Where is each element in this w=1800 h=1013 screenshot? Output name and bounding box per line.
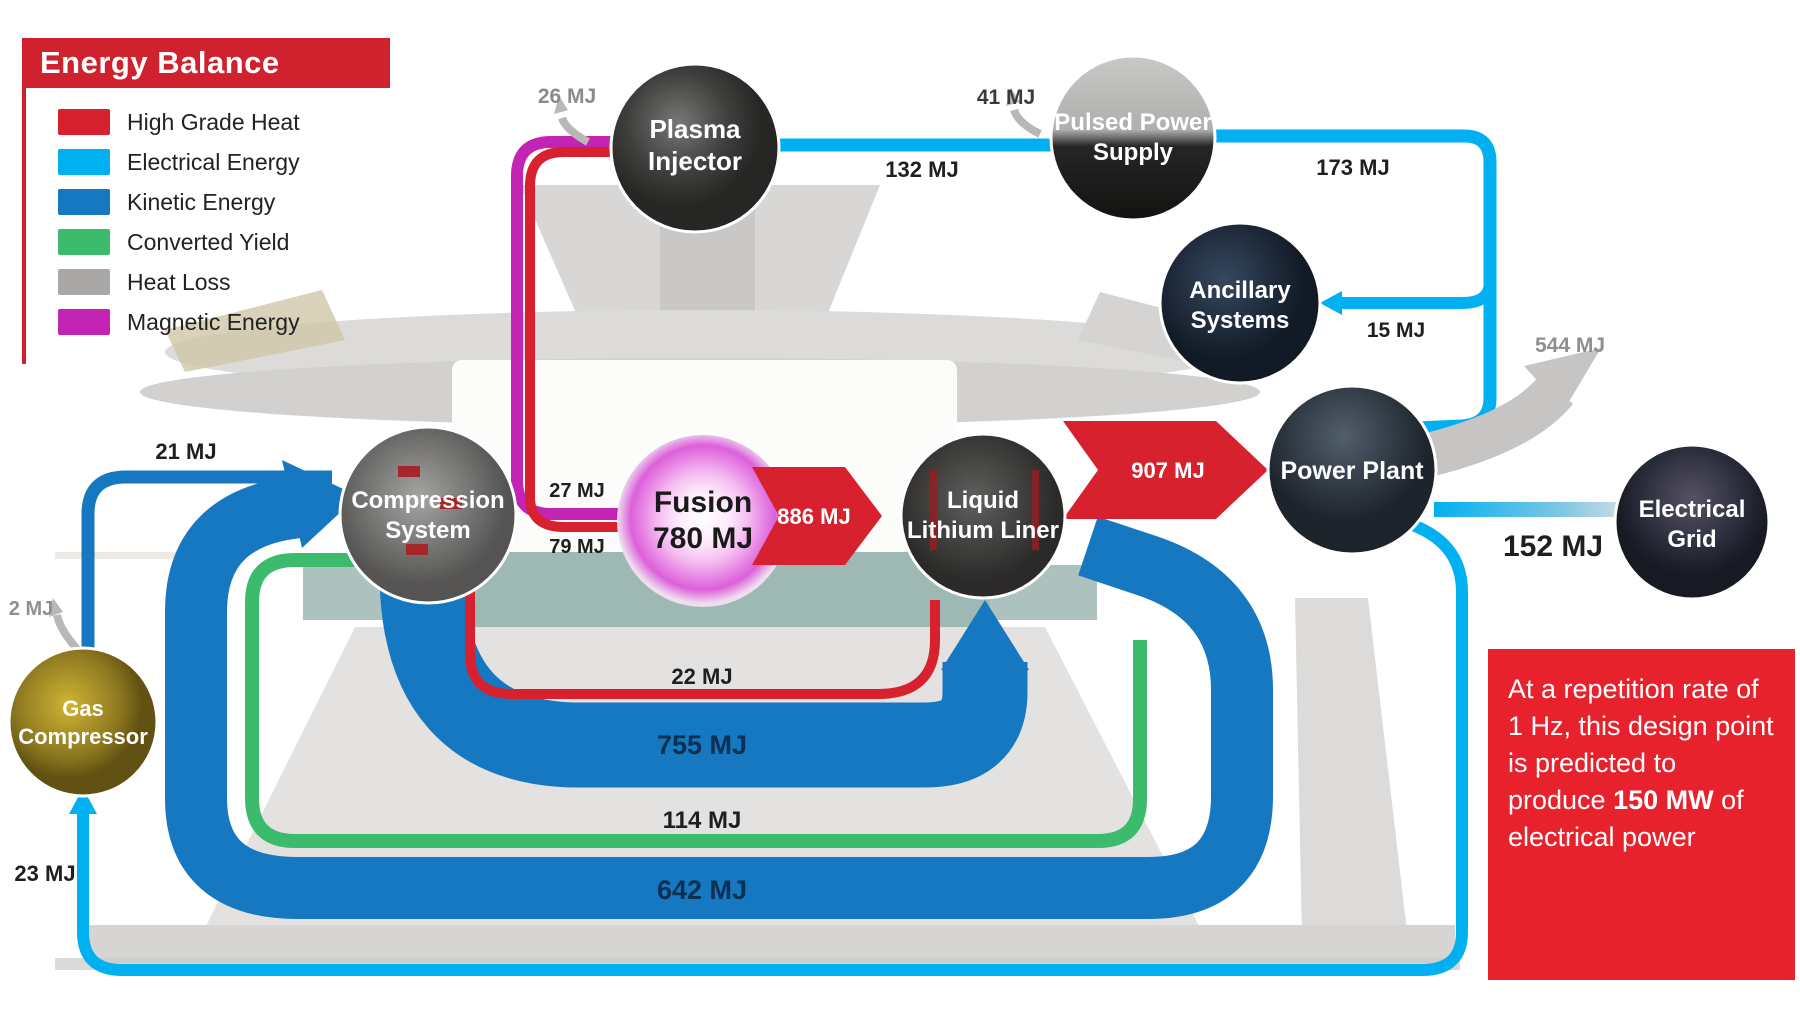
legend-item: Converted Yield (58, 222, 300, 262)
node-photo-details (398, 466, 1039, 555)
flow-labels: 26 MJ 41 MJ 132 MJ 173 MJ 15 MJ 544 MJ 1… (9, 85, 1605, 905)
flow-label-755: 755 MJ (657, 730, 747, 760)
callout-text: of electrical power (1508, 785, 1744, 852)
heat-loss-arrows (49, 88, 1601, 653)
callout-highlight: 150 MW (1613, 785, 1714, 815)
flow-label-152: 152 MJ (1503, 530, 1603, 563)
legend-swatch-electrical-energy (58, 149, 110, 175)
node-plasma-injector (609, 62, 781, 234)
electrical-pipe-15 (1342, 281, 1496, 309)
flow-label-886: 886 MJ (777, 504, 850, 529)
loss-arrowhead-544 (1524, 348, 1601, 410)
flow-label-132: 132 MJ (885, 157, 958, 182)
flow-label-544: 544 MJ (1535, 334, 1605, 357)
node-ancillary-systems (1158, 221, 1322, 385)
header-accent-line (22, 88, 26, 364)
flow-label-907: 907 MJ (1131, 458, 1204, 483)
legend-label: High Grade Heat (127, 108, 300, 135)
heat-chevron-907 (1063, 421, 1268, 519)
legend-item: Heat Loss (58, 262, 300, 302)
flow-label-2: 2 MJ (9, 598, 53, 620)
legend-swatch-kinetic-energy (58, 189, 110, 215)
loss-arrowhead-41 (1006, 88, 1020, 106)
node-label: Power Plant (1280, 457, 1424, 485)
arrowhead-into-gas-compressor (69, 788, 97, 814)
electrical-loop-23 (77, 516, 1468, 976)
legend-item: Electrical Energy (58, 142, 300, 182)
heat-pipe-22 (465, 568, 940, 699)
kinetic-band-755 (379, 571, 1028, 788)
flow-label-23: 23 MJ (14, 861, 75, 886)
flow-label-26: 26 MJ (538, 85, 596, 108)
legend-label: Kinetic Energy (127, 188, 276, 215)
flow-label-41: 41 MJ (977, 86, 1035, 109)
arrowhead-into-liner (941, 600, 1029, 670)
flow-755-band (379, 571, 1029, 788)
flow-label-21: 21 MJ (155, 439, 216, 464)
node-electrical-grid (1613, 443, 1771, 601)
flow-label-27: 27 MJ (549, 480, 605, 502)
loss-arrowhead-26 (554, 96, 568, 114)
legend-label: Heat Loss (127, 268, 231, 295)
design-point-callout: At a repetition rate of 1 Hz, this desig… (1488, 649, 1795, 980)
legend-item: High Grade Heat (58, 102, 300, 142)
node-power-plant (1266, 384, 1438, 556)
loss-arrow-2 (53, 614, 81, 653)
legend-label: Converted Yield (127, 228, 290, 255)
flow-label-22: 22 MJ (671, 664, 732, 689)
heat-chevron-886 (752, 467, 882, 565)
loss-arrow-41 (1010, 108, 1042, 138)
page-title: Energy Balance (22, 38, 390, 88)
legend-item: Kinetic Energy (58, 182, 300, 222)
nodes (7, 54, 1771, 798)
flow-label-15: 15 MJ (1367, 319, 1425, 342)
legend-swatch-high-grade-heat (58, 109, 110, 135)
loss-arrowhead-2 (49, 598, 63, 617)
legend-label: Magnetic Energy (127, 308, 300, 335)
loss-arrow-26 (558, 116, 590, 146)
legend-swatch-converted-yield (58, 229, 110, 255)
kinetic-pipe-21 (81, 470, 332, 648)
node-pulsed-power-supply (1049, 54, 1217, 222)
legend-item: Magnetic Energy (58, 302, 300, 342)
flow-label-642: 642 MJ (657, 875, 747, 905)
heat-pipe-79 (525, 147, 624, 532)
flow-label-173: 173 MJ (1316, 155, 1389, 180)
arrowhead-into-ancillary (1320, 291, 1342, 315)
flow-label-79: 79 MJ (549, 536, 605, 558)
legend: High Grade Heat Electrical Energy Kineti… (58, 102, 300, 342)
callout-text: At a repetition rate of 1 Hz, this desig… (1508, 674, 1774, 815)
legend-swatch-heat-loss (58, 269, 110, 295)
node-compression-system (338, 425, 518, 605)
loss-band-544 (1422, 375, 1574, 477)
legend-label: Electrical Energy (127, 148, 300, 175)
legend-swatch-magnetic-energy (58, 309, 110, 335)
yield-pipe-114 (245, 553, 1147, 848)
node-liquid-lithium-liner (899, 432, 1067, 600)
node-gas-compressor (7, 646, 159, 798)
electrical-bar-152 (1434, 502, 1616, 517)
flow-label-114: 114 MJ (663, 807, 742, 834)
fusion-plasma-ball (617, 435, 789, 607)
kinetic-band-642 (165, 475, 1273, 919)
